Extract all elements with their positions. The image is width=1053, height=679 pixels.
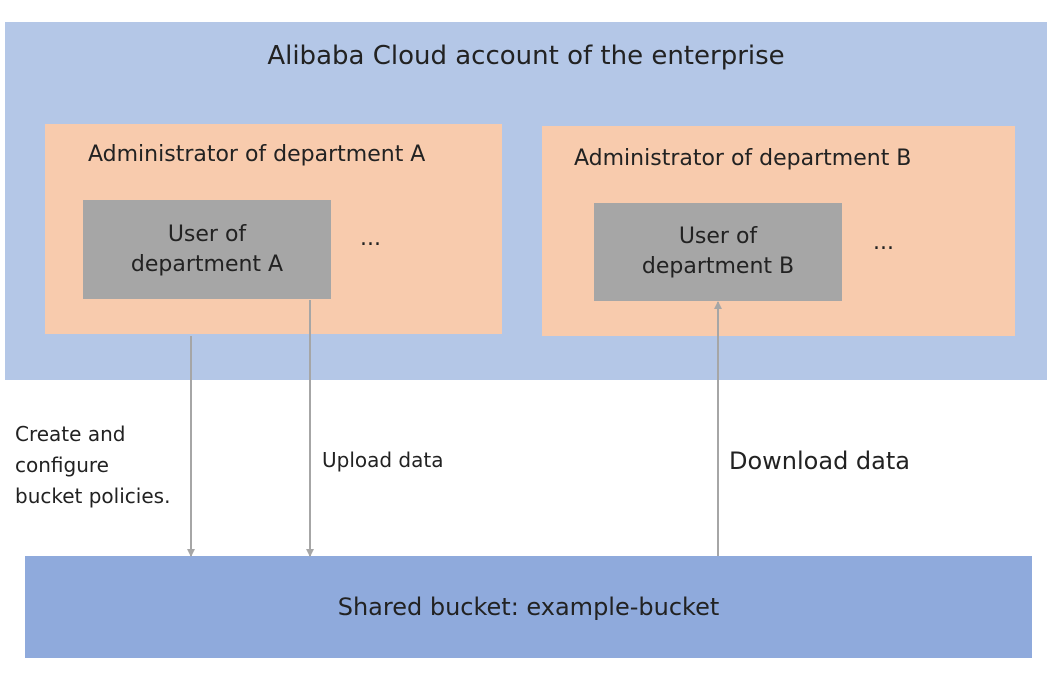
create-policy-label-line3: bucket policies. <box>15 484 171 508</box>
shared-bucket-box: Shared bucket: example-bucket <box>25 556 1032 658</box>
upload-data-label: Upload data <box>322 448 444 472</box>
enterprise-account-title: Alibaba Cloud account of the enterprise <box>267 41 785 71</box>
department-b-more-users: ... <box>873 230 894 255</box>
shared-bucket-label: Shared bucket: example-bucket <box>337 593 720 621</box>
download-data-label: Download data <box>729 447 910 475</box>
department-a-more-users: ... <box>360 226 381 251</box>
department-a-user-label-line2: department A <box>130 251 284 277</box>
department-a-admin-label: Administrator of department A <box>88 142 426 167</box>
department-a-user-box: User of department A <box>83 200 331 299</box>
department-b-admin-label: Administrator of department B <box>574 146 912 171</box>
create-policy-label: Create and configure bucket policies. <box>15 419 170 512</box>
create-policy-label-line1: Create and <box>15 422 126 446</box>
department-b-user-box: User of department B <box>594 203 842 301</box>
department-b-user-label-line1: User of <box>678 224 758 249</box>
department-b-user-label-line2: department B <box>641 254 795 279</box>
create-policy-label-line2: configure <box>15 453 109 477</box>
department-a-user-label-line1: User of <box>167 221 247 247</box>
